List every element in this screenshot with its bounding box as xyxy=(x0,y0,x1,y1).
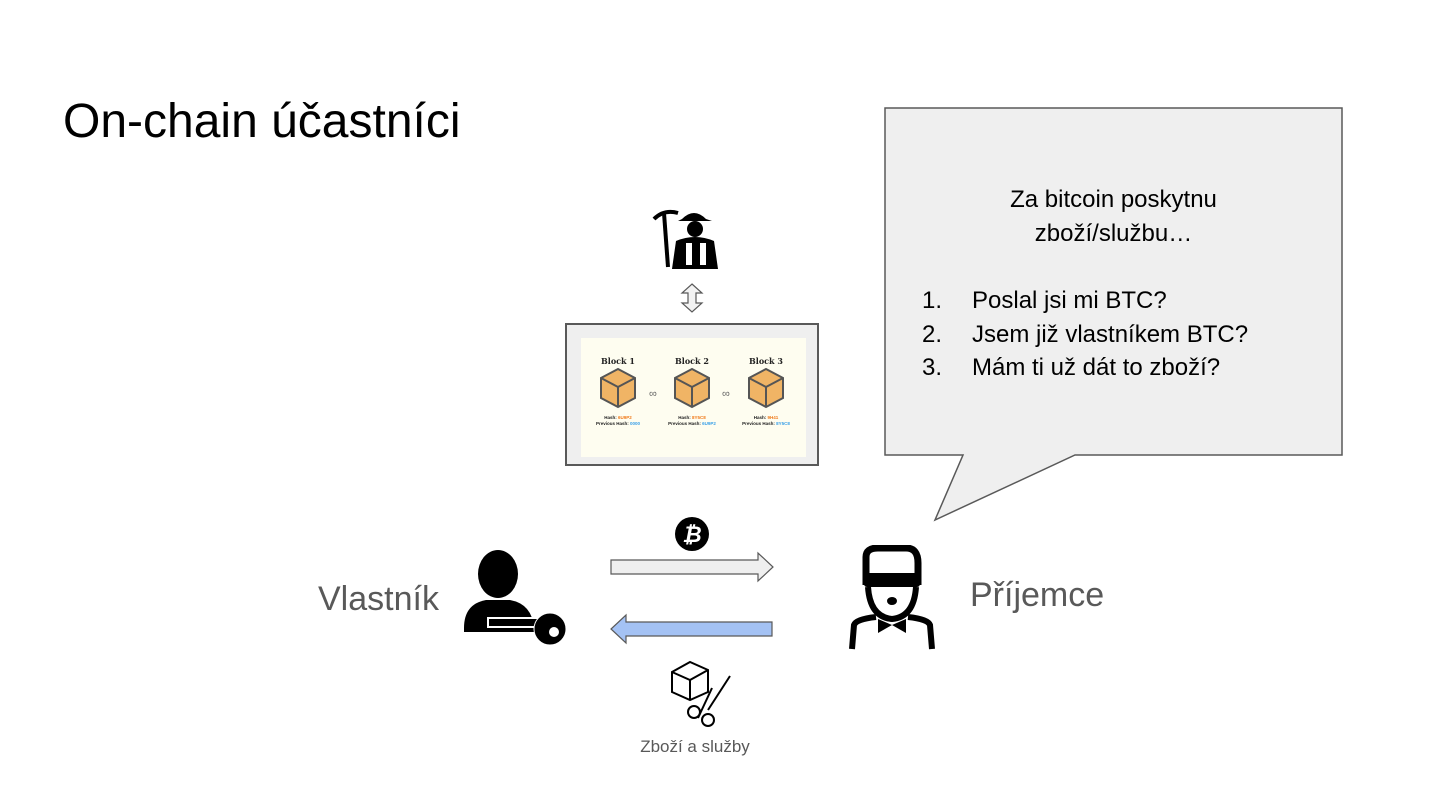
recipient-icon xyxy=(849,545,935,650)
cube-icon xyxy=(600,367,636,409)
hash-value: 6U9P2 xyxy=(618,415,632,420)
up-down-arrow-icon xyxy=(680,283,704,313)
hash-value: 9H41 xyxy=(767,415,779,420)
list-number: 1. xyxy=(922,287,943,314)
bubble-heading: Za bitcoin poskytnu zboží/službu… xyxy=(885,183,1342,251)
block-label: Block 3 xyxy=(749,356,783,366)
list-number: 3. xyxy=(922,354,943,381)
goods-arrow-left xyxy=(610,613,773,645)
list-text: Mám ti už dát to zboží? xyxy=(972,354,1221,381)
list-text: Jsem již vlastníkem BTC? xyxy=(972,321,1249,348)
hash-label: Hash: xyxy=(604,415,617,420)
block-label: Block 1 xyxy=(601,356,635,366)
prev-hash-label: Previous Hash: xyxy=(595,421,629,426)
hash-value: 8Y5C8 xyxy=(692,415,706,420)
list-item: 2. Jsem již vlastníkem BTC? xyxy=(922,318,1248,352)
hash-label: Hash: xyxy=(753,415,767,420)
cube-icon xyxy=(748,367,784,409)
bubble-heading-line: zboží/službu… xyxy=(1034,220,1193,247)
box-and-scissors-icon xyxy=(671,660,731,727)
block: Block 1 Hash: 6U9P2 Previous Hash: 0000 xyxy=(583,356,653,427)
owner-with-key-icon xyxy=(464,550,567,646)
bitcoin-icon: ₿ xyxy=(675,517,709,551)
blockchain-image: Block 1 Hash: 6U9P2 Previous Hash: 0000 … xyxy=(565,323,819,466)
bubble-heading-line: Za bitcoin poskytnu xyxy=(1010,186,1217,213)
cube-icon xyxy=(674,367,710,409)
block: Block 3 Hash: 9H41 Previous Hash: 8Y5C8 xyxy=(731,356,801,427)
link-icon: ∞ xyxy=(649,388,657,400)
owner-label: Vlastník xyxy=(318,580,439,618)
list-item: 3. Mám ti už dát to zboží? xyxy=(922,351,1220,385)
block: Block 2 Hash: 8Y5C8 Previous Hash: 6U9P2 xyxy=(657,356,727,427)
link-icon: ∞ xyxy=(722,388,730,400)
btc-arrow-right xyxy=(610,551,774,583)
svg-text:₿: ₿ xyxy=(682,523,701,548)
prev-hash-value: 6U9P2 xyxy=(702,421,716,426)
recipient-label: Příjemce xyxy=(970,576,1105,614)
prev-hash-label: Previous Hash: xyxy=(742,421,775,426)
hash-label: Hash: xyxy=(678,415,691,420)
prev-hash-label: Previous Hash: xyxy=(668,421,701,426)
miner-icon xyxy=(652,209,718,269)
block-label: Block 2 xyxy=(675,356,709,366)
prev-hash-value: 0000 xyxy=(630,421,641,426)
list-item: 1. Poslal jsi mi BTC? xyxy=(922,284,1167,318)
list-number: 2. xyxy=(922,321,943,348)
list-text: Poslal jsi mi BTC? xyxy=(972,287,1167,314)
goods-label: Zboží a služby xyxy=(640,737,750,756)
prev-hash-value: 8Y5C8 xyxy=(776,421,790,426)
slide-title: On-chain účastníci xyxy=(63,95,461,148)
